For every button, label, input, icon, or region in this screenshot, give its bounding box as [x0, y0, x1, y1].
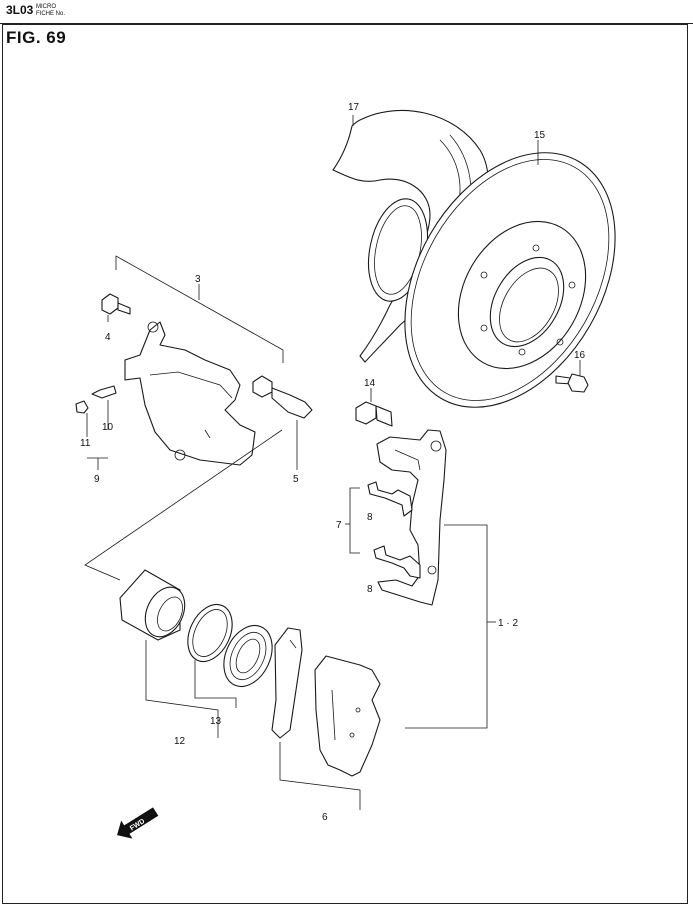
callout-leader-lines [84, 115, 581, 810]
figure-title: FIG. 69 [6, 28, 67, 47]
callout-8-upper: 8 [367, 512, 373, 523]
caliper-bracket-part [376, 429, 447, 606]
bolt-4-part [101, 293, 131, 315]
callout-12: 12 [174, 736, 186, 747]
guide-pin-part [252, 375, 313, 419]
header-divider [0, 23, 693, 24]
callout-16: 16 [574, 350, 586, 361]
callout-17: 17 [348, 102, 360, 113]
brake-pad-inner-part [271, 627, 303, 739]
catalog-code: 3L03 [6, 3, 34, 17]
figure-frame [2, 24, 688, 904]
callout-9: 9 [94, 474, 100, 485]
callout-8-lower: 8 [367, 584, 373, 595]
brake-disc-part [404, 152, 616, 408]
pad-clip-upper-part [367, 481, 413, 517]
callout-13: 13 [210, 716, 222, 727]
bolt-16-part [555, 373, 589, 393]
callout-6: 6 [322, 812, 328, 823]
callout-1-2: 1 · 2 [498, 618, 518, 629]
pad-clip-lower-part [373, 545, 421, 579]
forward-arrow-icon: FWD [117, 807, 159, 839]
piston-part [119, 569, 186, 641]
callout-15: 15 [534, 130, 546, 141]
piston-boot-part [223, 624, 273, 688]
microfiche-label-line2: FICHE No. [36, 11, 66, 17]
callout-3: 3 [195, 274, 201, 285]
callout-5: 5 [293, 474, 299, 485]
bleeder-screw-part [91, 385, 117, 399]
brake-pad-outer-part [314, 655, 381, 777]
bleeder-cap-part [75, 400, 89, 414]
piston-seal-part [187, 603, 233, 663]
callout-11: 11 [80, 438, 91, 449]
callout-10: 10 [102, 422, 114, 433]
caliper-body-part [124, 321, 256, 466]
callout-14: 14 [364, 378, 376, 389]
callout-4: 4 [105, 332, 111, 343]
microfiche-label-line1: MICRO [36, 4, 56, 10]
bolt-14-part [355, 401, 393, 427]
forward-arrow-label: FWD [129, 818, 146, 832]
callout-7: 7 [336, 520, 342, 531]
